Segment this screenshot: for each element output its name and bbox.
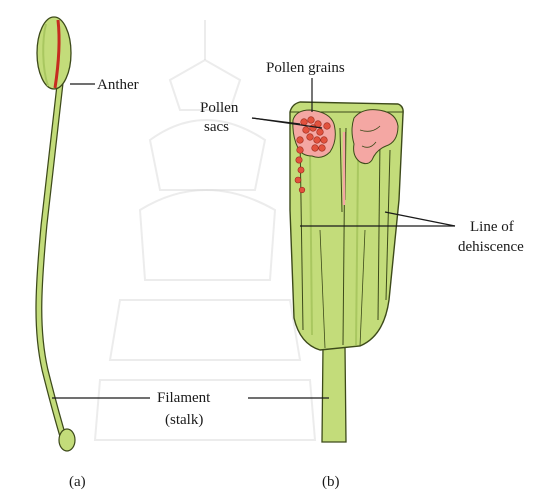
- filament-label-line2: (stalk): [165, 412, 203, 428]
- pollen-grains-label: Pollen grains: [266, 60, 345, 76]
- panel-b-label: (b): [322, 474, 340, 490]
- pollen-sacs-label-line1: Pollen: [200, 100, 239, 116]
- anther-a: [37, 17, 71, 89]
- stamen-a: [37, 17, 75, 451]
- anther-b: [290, 102, 403, 442]
- filament-label-line1: Filament: [157, 390, 211, 406]
- anther-label: Anther: [97, 77, 139, 93]
- filament-base: [59, 429, 75, 451]
- panel-a-label: (a): [69, 474, 86, 490]
- pollen-sacs-label-line2: sacs: [204, 119, 229, 135]
- filament-b: [322, 346, 346, 442]
- line-of-dehiscence-label-line2: dehiscence: [458, 239, 524, 255]
- line-of-dehiscence-label-line1: Line of: [470, 219, 514, 235]
